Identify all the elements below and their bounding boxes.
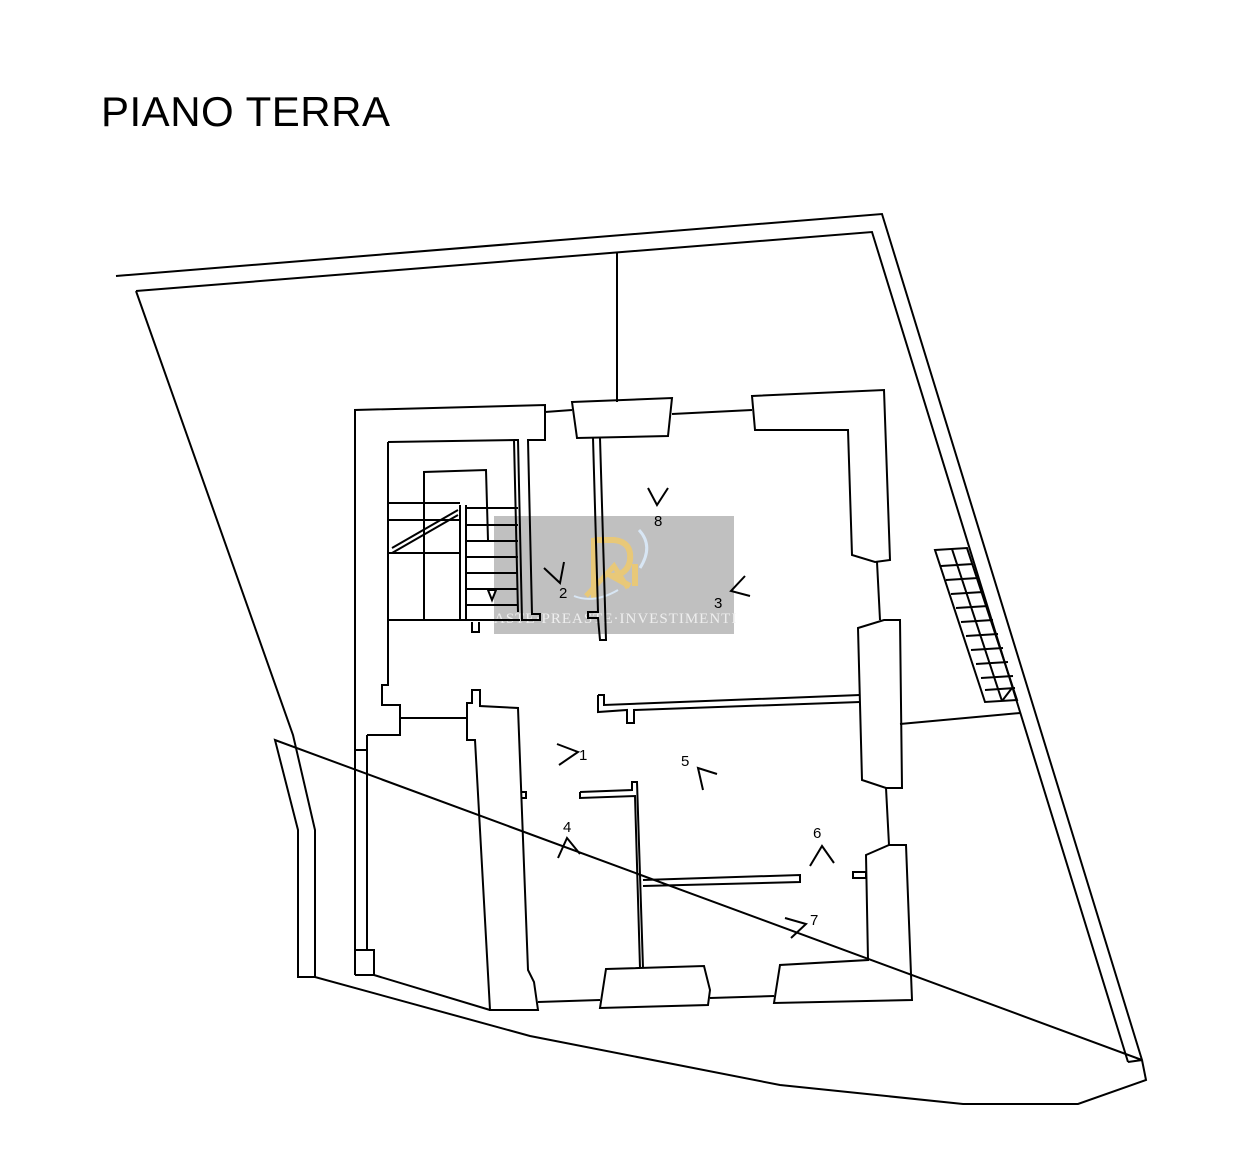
stair-left bbox=[388, 502, 518, 633]
courtyard-divider bbox=[616, 252, 1021, 725]
view-marker-arrow-3 bbox=[729, 575, 751, 597]
wall-southwest bbox=[355, 718, 491, 1011]
watermark-logo-icon bbox=[573, 528, 649, 600]
view-marker-arrow-7 bbox=[784, 917, 808, 939]
wall-corridor bbox=[597, 694, 861, 724]
wall-east bbox=[856, 619, 904, 846]
view-marker-arrow-2 bbox=[543, 561, 565, 585]
view-marker-arrow-6 bbox=[809, 844, 835, 867]
view-marker-arrow-5 bbox=[696, 766, 718, 791]
wall-central-pillar bbox=[466, 689, 540, 1011]
wall-south-center bbox=[537, 964, 775, 1010]
view-marker-label-6: 6 bbox=[813, 825, 821, 842]
wall-partition-south bbox=[579, 781, 801, 969]
view-marker-label-8: 8 bbox=[654, 513, 662, 530]
stair-east bbox=[933, 546, 1019, 704]
wall-partition-north bbox=[587, 437, 608, 641]
view-marker-label-5: 5 bbox=[681, 753, 689, 770]
view-marker-arrow-8 bbox=[647, 487, 669, 507]
view-marker-label-1: 1 bbox=[579, 747, 587, 764]
view-marker-label-7: 7 bbox=[810, 912, 818, 929]
view-marker-arrow-4 bbox=[557, 836, 581, 859]
floor-title: PIANO TERRA bbox=[101, 88, 391, 135]
plot-boundary-outer bbox=[115, 212, 1148, 1105]
wall-southeast bbox=[772, 844, 914, 1005]
view-marker-label-3: 3 bbox=[714, 595, 722, 612]
wall-northeast bbox=[750, 388, 892, 621]
view-marker-label-4: 4 bbox=[563, 819, 571, 836]
view-marker-arrow-1 bbox=[556, 743, 581, 766]
wall-northwest bbox=[354, 403, 573, 975]
wall-north-center bbox=[570, 396, 753, 440]
stair-box bbox=[381, 438, 520, 719]
plot-boundary-inner bbox=[135, 230, 1129, 1063]
view-marker-label-2: 2 bbox=[559, 585, 567, 602]
watermark-text: ASTE·PREASTE·INVESTIMENTI bbox=[494, 611, 738, 627]
